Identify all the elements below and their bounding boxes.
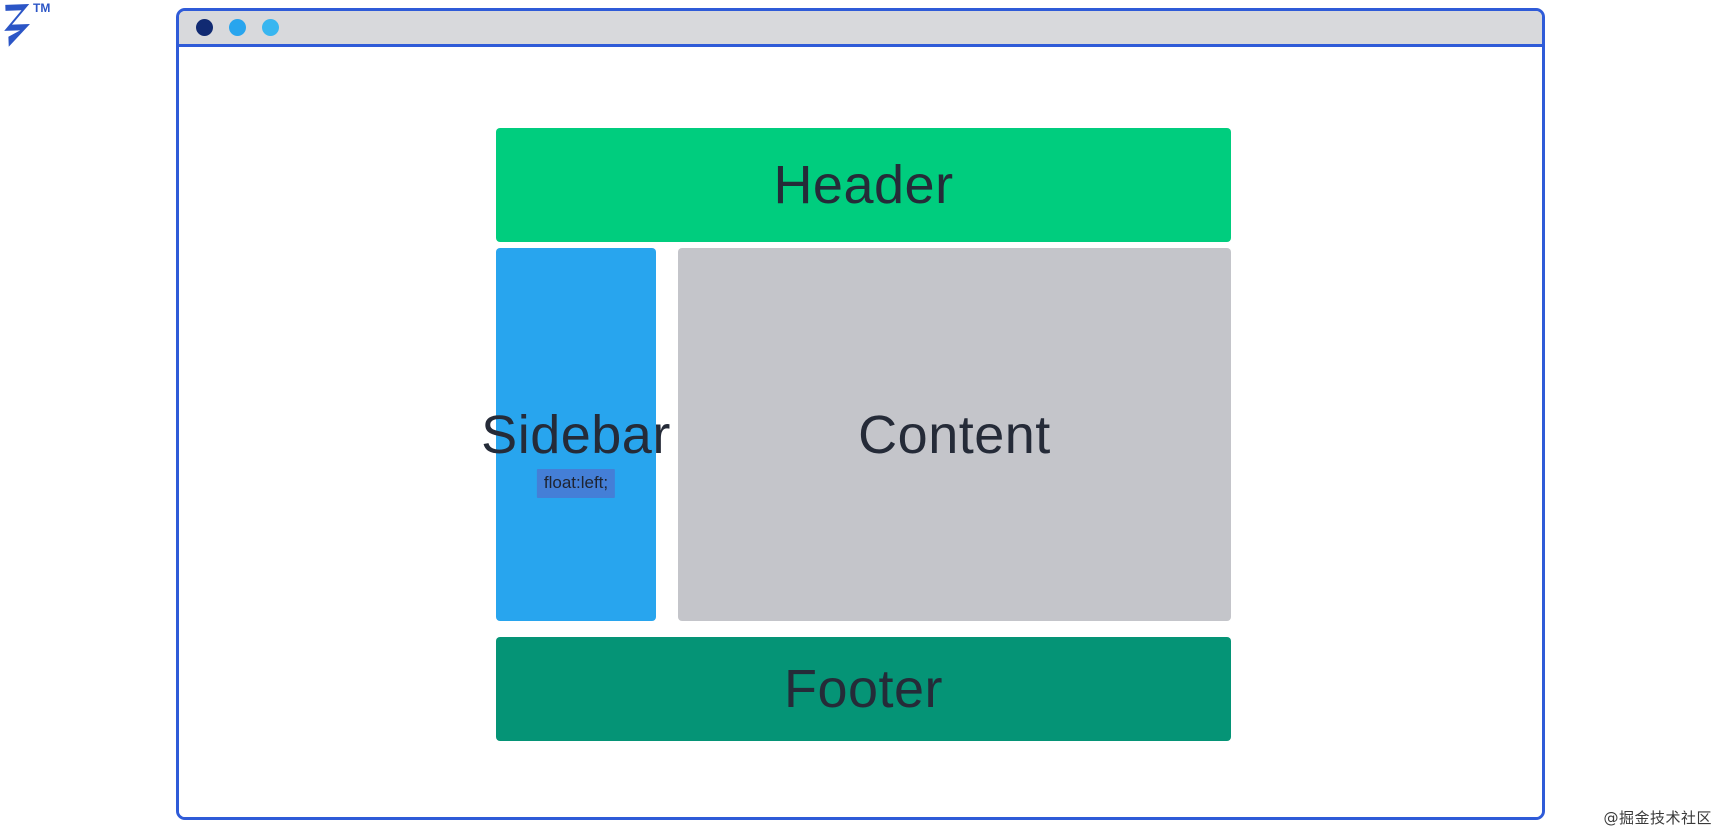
- header-block: Header: [496, 128, 1231, 242]
- brand-logo: TM: [0, 0, 60, 50]
- watermark: @掘金技术社区: [1603, 809, 1712, 827]
- window-dot-maximize[interactable]: [262, 19, 279, 36]
- window-dot-minimize[interactable]: [229, 19, 246, 36]
- window-title-bar: [179, 11, 1542, 47]
- sidebar-float-annotation: float:left;: [536, 468, 616, 499]
- window-dot-close[interactable]: [196, 19, 213, 36]
- trademark-mark: TM: [33, 1, 51, 15]
- header-block-label: Header: [773, 155, 954, 215]
- content-block: Content: [678, 248, 1231, 621]
- content-block-label: Content: [858, 404, 1051, 465]
- footer-block-label: Footer: [783, 659, 944, 719]
- footer-block: Footer: [496, 637, 1231, 741]
- sidebar-block: Sidebar float:left;: [481, 248, 670, 621]
- browser-window: Header Sidebar float:left; Content Foote…: [176, 8, 1545, 820]
- page-canvas: Header Sidebar float:left; Content Foote…: [179, 47, 1542, 817]
- sidebar-block-label: Sidebar: [481, 404, 671, 465]
- chevron-z-logo-icon: [4, 4, 30, 47]
